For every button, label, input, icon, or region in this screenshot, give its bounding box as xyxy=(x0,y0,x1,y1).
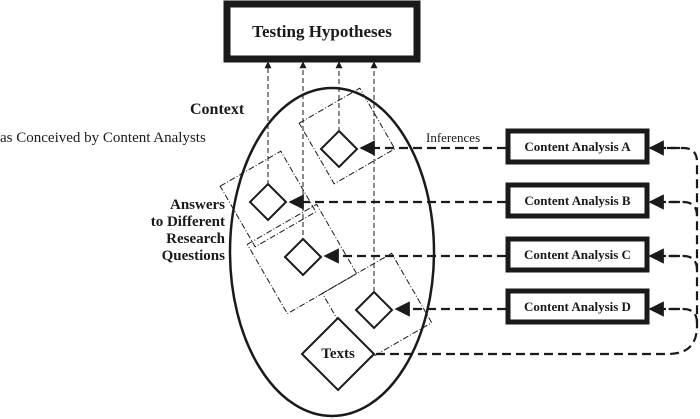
texts-label: Texts xyxy=(321,345,355,362)
answers-label-line-2: to Different xyxy=(150,214,225,230)
diagram-title: Testing Hypotheses xyxy=(252,21,392,41)
context-ellipse xyxy=(228,86,436,418)
answer-diamond-b xyxy=(248,182,288,222)
answer-diamond-d xyxy=(354,290,394,330)
inferences-label: Inferences xyxy=(426,130,481,145)
texts-feed-trunk xyxy=(376,146,699,356)
analysis-label-a: Content Analysis A xyxy=(524,138,631,154)
analysis-label-c: Content Analysis C xyxy=(524,246,631,262)
answers-label-line-3: Research xyxy=(166,231,225,247)
answer-diamond-c xyxy=(283,237,323,277)
answer-context-a xyxy=(298,87,396,185)
title-box xyxy=(223,0,421,63)
answer-diamond-a xyxy=(319,129,359,169)
analysis-box-c xyxy=(505,236,650,273)
context-heading: Context xyxy=(190,101,245,118)
texts-feed-branch-d xyxy=(652,307,699,324)
answers-label-line-4: Questions xyxy=(161,248,225,264)
context-subheading: as Conceived by Content Analysts xyxy=(0,130,206,146)
texts-feed-branch-b xyxy=(652,200,699,217)
analysis-label-d: Content Analysis D xyxy=(524,298,631,314)
analysis-label-b: Content Analysis B xyxy=(524,192,631,208)
analysis-box-b xyxy=(505,182,650,219)
analysis-box-d xyxy=(505,288,650,325)
answers-label-line-1: Answers xyxy=(170,197,225,213)
answers-label: Answers to Different Research Questions xyxy=(120,197,225,265)
answer-context-b xyxy=(219,150,317,248)
texts-diamond xyxy=(300,316,376,392)
analysis-box-a xyxy=(505,128,650,165)
texts-feed-branch-c xyxy=(652,254,699,271)
